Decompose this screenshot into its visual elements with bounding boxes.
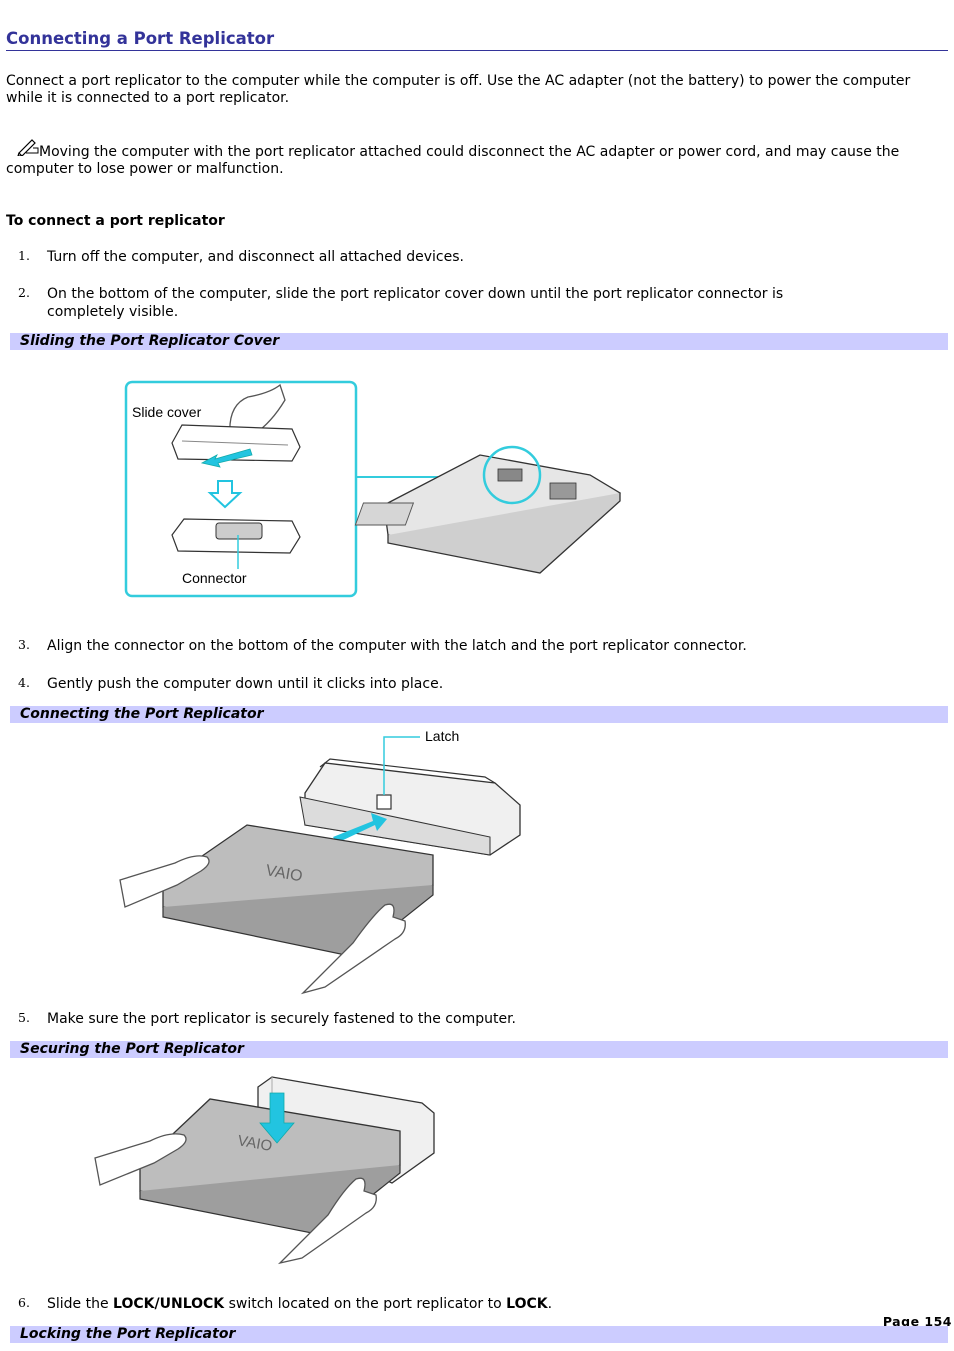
securing-replicator-figure: VAIO bbox=[94, 1076, 435, 1265]
step-text: Align the connector on the bottom of the… bbox=[47, 638, 747, 654]
step-number: 1. bbox=[18, 248, 30, 263]
note-paragraph: Moving the computer with the port replic… bbox=[6, 139, 946, 178]
procedure-heading: To connect a port replicator bbox=[6, 213, 225, 229]
caption-text: Sliding the Port Replicator Cover bbox=[20, 333, 280, 349]
step-text: Slide the LOCK/UNLOCK switch located on … bbox=[47, 1296, 553, 1312]
caption-text: Securing the Port Replicator bbox=[20, 1041, 244, 1057]
step-text: Make sure the port replicator is securel… bbox=[47, 1011, 516, 1027]
caption-bar: Locking the Port Replicator bbox=[10, 1326, 948, 1343]
page-title: Connecting a Port Replicator bbox=[6, 29, 948, 51]
step-number: 2. bbox=[18, 285, 30, 300]
step-number: 5. bbox=[18, 1010, 30, 1025]
figure-label-latch: Latch bbox=[425, 728, 459, 744]
connecting-replicator-figure: Latch VAIO bbox=[119, 728, 521, 995]
figure-label-vaio: VAIO bbox=[264, 862, 303, 885]
caption-bar: Sliding the Port Replicator Cover bbox=[10, 333, 948, 350]
caption-text: Locking the Port Replicator bbox=[20, 1326, 236, 1342]
figure-label-slide-cover: Slide cover bbox=[132, 404, 202, 420]
sliding-cover-figure: Slide cover Connector bbox=[124, 380, 622, 598]
step-number: 3. bbox=[18, 637, 30, 652]
step-text: On the bottom of the computer, slide the… bbox=[47, 286, 784, 320]
lock-label: LOCK bbox=[506, 1296, 548, 1312]
note-text: Moving the computer with the port replic… bbox=[6, 144, 900, 177]
caption-bar: Securing the Port Replicator bbox=[10, 1041, 948, 1058]
step-number: 4. bbox=[18, 675, 30, 690]
step-number: 6. bbox=[18, 1295, 30, 1310]
step-text: Gently push the computer down until it c… bbox=[47, 676, 444, 692]
page-number: Page 154 bbox=[882, 1314, 952, 1329]
figure-label-vaio: VAIO bbox=[236, 1132, 273, 1155]
caption-bar: Connecting the Port Replicator bbox=[10, 706, 948, 723]
intro-paragraph: Connect a port replicator to the compute… bbox=[6, 73, 911, 106]
caption-text: Connecting the Port Replicator bbox=[20, 706, 264, 722]
lock-unlock-label: LOCK/UNLOCK bbox=[113, 1296, 225, 1312]
note-pencil-icon bbox=[17, 139, 39, 156]
step-text: Turn off the computer, and disconnect al… bbox=[47, 249, 464, 265]
figure-label-connector: Connector bbox=[182, 570, 247, 586]
